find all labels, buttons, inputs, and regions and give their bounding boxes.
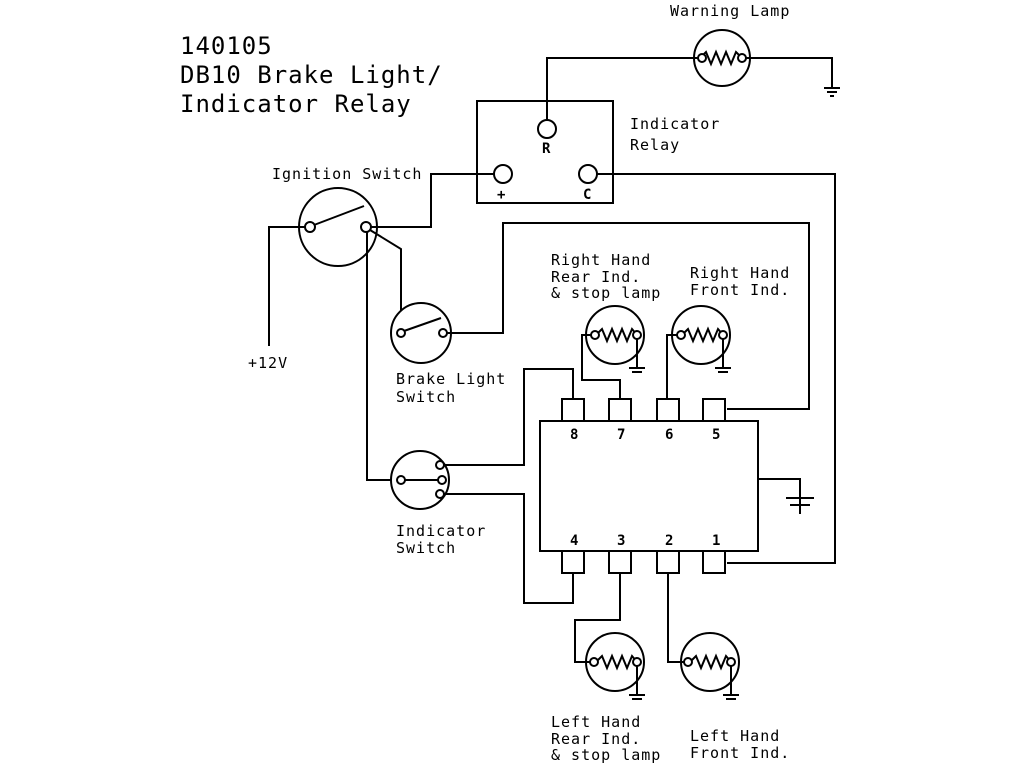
wire-pin3-to-lh-rear <box>574 573 621 663</box>
wire-12v-to-ignition <box>268 226 305 346</box>
relay-box <box>476 100 614 204</box>
filament-icon <box>681 326 724 344</box>
brake-light-switch: Brake Light Switch <box>390 302 506 406</box>
indicator-switch-label-line2: Switch <box>396 539 456 557</box>
pin-label-6: 6 <box>665 427 673 443</box>
filament-icon <box>595 653 638 671</box>
pin-6 <box>656 398 680 422</box>
pin-label-3: 3 <box>617 533 625 549</box>
relay-label-line1: Indicator <box>630 115 720 133</box>
pin-label-2: 2 <box>665 533 673 549</box>
wire-ignition-to-indicator-switch <box>366 232 397 481</box>
diagram-number: 140105 <box>180 32 273 60</box>
brake-switch-label-line2: Switch <box>396 388 456 406</box>
wire-relay-r-to-warning-lamp <box>546 57 698 120</box>
rh-rear-label-line3: & stop lamp <box>551 284 661 302</box>
wire-warning-lamp-to-ground <box>746 57 833 88</box>
filament-icon <box>595 326 638 344</box>
rh-rear-lamp: Right Hand Rear Ind. & stop lamp <box>551 251 661 373</box>
indicator-switch: Indicator Switch <box>390 450 486 557</box>
diagram-title-line2: Indicator Relay <box>180 90 412 118</box>
wire-pin7-to-rh-rear <box>581 334 621 400</box>
relay-terminal-plus <box>493 164 513 184</box>
wire-relay-unit-to-ground <box>758 478 801 498</box>
wire-relay-c-to-pin1 <box>597 173 836 564</box>
relay-terminal-r <box>537 119 557 139</box>
filament-icon <box>689 653 732 671</box>
wire-indicator-switch-to-pin8 <box>444 368 574 466</box>
wire-pin6-to-rh-front <box>666 334 677 400</box>
pin-label-4: 4 <box>570 533 578 549</box>
pin-label-5: 5 <box>712 427 720 443</box>
filament-icon <box>699 49 743 67</box>
relay-label-line2: Relay <box>630 136 680 154</box>
pin-5 <box>702 398 726 422</box>
rh-rear-label-line2: Rear Ind. <box>551 268 641 286</box>
lh-rear-label-line2: Rear Ind. <box>551 730 641 748</box>
brake-switch-label-line1: Brake Light <box>396 370 506 388</box>
pin-3 <box>608 550 632 574</box>
lh-front-label-line1: Left Hand <box>690 727 780 745</box>
wire-ignition-to-relay-plus <box>371 173 494 228</box>
pin-4 <box>561 550 585 574</box>
pin-8 <box>561 398 585 422</box>
rh-rear-label-line1: Right Hand <box>551 251 651 269</box>
lh-front-label-line2: Front Ind. <box>690 744 790 762</box>
warning-lamp-label: Warning Lamp <box>670 2 790 20</box>
indicator-switch-label-line1: Indicator <box>396 522 486 540</box>
pin-label-7: 7 <box>617 427 625 443</box>
ignition-switch-label: Ignition Switch <box>272 165 422 183</box>
diagram-title-line1: DB10 Brake Light/ <box>180 61 443 89</box>
wire-ignition-to-brake-switch <box>369 229 402 333</box>
relay-terminal-c <box>578 164 598 184</box>
wire-brake-switch-to-pin5 <box>447 222 810 410</box>
ground-icon <box>824 87 840 97</box>
indicator-relay: R + C Indicator Relay <box>476 100 720 204</box>
rh-front-label-line1: Right Hand <box>690 264 790 282</box>
wire-pin2-to-lh-front <box>667 573 684 663</box>
pin-label-8: 8 <box>570 427 578 443</box>
ignition-switch: Ignition Switch <box>272 165 422 267</box>
relay-terminal-c-label: C <box>583 187 591 203</box>
relay-unit: 8 7 6 5 4 3 2 1 <box>539 398 759 574</box>
lh-rear-label-line3: & stop lamp <box>551 746 661 764</box>
lh-rear-label-line1: Left Hand <box>551 713 641 731</box>
relay-terminal-plus-label: + <box>497 187 505 203</box>
warning-lamp: Warning Lamp <box>670 2 790 87</box>
pin-7 <box>608 398 632 422</box>
rh-front-lamp: Right Hand Front Ind. <box>671 264 790 373</box>
lh-front-lamp: Left Hand Front Ind. <box>680 632 790 762</box>
pin-label-1: 1 <box>712 533 720 549</box>
relay-unit-body <box>539 420 759 552</box>
rh-front-label-line2: Front Ind. <box>690 281 790 299</box>
supply-label: +12V <box>248 354 288 372</box>
relay-terminal-r-label: R <box>542 141 551 157</box>
pin-1 <box>702 550 726 574</box>
ground-icon <box>786 497 814 514</box>
lh-rear-lamp: Left Hand Rear Ind. & stop lamp <box>551 632 661 764</box>
pin-2 <box>656 550 680 574</box>
wire-indicator-switch-to-pin4 <box>444 493 574 604</box>
